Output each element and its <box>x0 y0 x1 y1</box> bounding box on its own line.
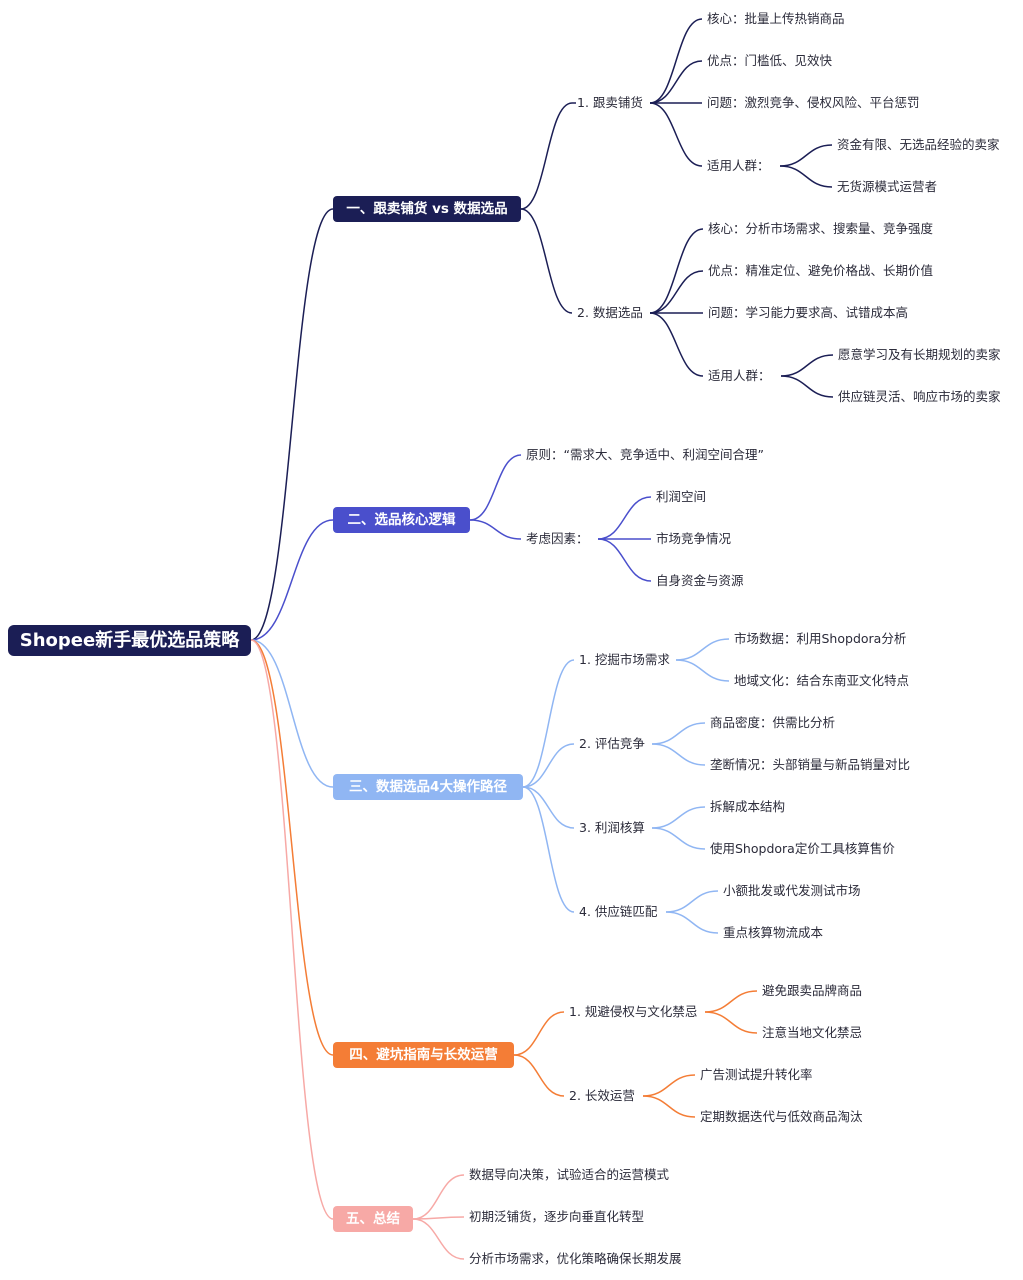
connector-line <box>513 1011 565 1056</box>
leaf-long-ads[interactable]: 广告测试提升转化率 <box>700 1067 813 1082</box>
leaf-summary-3[interactable]: 分析市场需求，优化策略确保长期发展 <box>469 1251 682 1266</box>
leaf-avoid-taboo[interactable]: 注意当地文化禁忌 <box>762 1025 863 1040</box>
connector-line <box>412 1174 465 1220</box>
node-long-term[interactable]: 2. 长效运营 <box>569 1088 635 1103</box>
leaf-demand-culture[interactable]: 地域文化：结合东南亚文化特点 <box>734 673 910 688</box>
connector-line <box>651 806 706 829</box>
root-connector <box>250 639 334 1220</box>
node-avoid-infringement[interactable]: 1. 规避侵权与文化禁忌 <box>569 1004 698 1019</box>
connector-line <box>675 638 730 661</box>
connector-line <box>522 743 575 788</box>
leaf-supply-logistics[interactable]: 重点核算物流成本 <box>723 925 824 940</box>
leaf-data-issues[interactable]: 问题：学习能力要求高、试错成本高 <box>708 305 909 320</box>
node-follow-audience[interactable]: 适用人群： <box>707 158 770 173</box>
connector-line <box>651 827 706 850</box>
connector-line <box>665 911 719 934</box>
leaf-avoid-brand[interactable]: 避免跟卖品牌商品 <box>762 983 863 998</box>
root-node[interactable]: Shopee新手最优选品策略 <box>8 625 251 656</box>
connector-line <box>642 1095 696 1118</box>
connector-line <box>597 538 652 582</box>
leaf-data-core[interactable]: 核心：分析市场需求、搜索量、竞争强度 <box>708 221 934 236</box>
connector-line <box>642 1074 696 1097</box>
leaf-follow-core[interactable]: 核心：批量上传热销商品 <box>707 11 845 26</box>
connector-line <box>469 519 522 540</box>
connector-line <box>513 1054 565 1097</box>
connector-line <box>469 454 522 521</box>
connector-line <box>649 60 703 104</box>
leaf-long-iterate[interactable]: 定期数据迭代与低效商品淘汰 <box>700 1109 863 1124</box>
node-follow-selling[interactable]: 1. 跟卖铺货 <box>577 95 643 110</box>
root-connector <box>250 639 334 788</box>
node-factors[interactable]: 考虑因素： <box>526 531 589 546</box>
node-data-audience[interactable]: 适用人群： <box>708 368 771 383</box>
leaf-factor-competition[interactable]: 市场竞争情况 <box>656 531 732 546</box>
leaf-competition-density[interactable]: 商品密度：供需比分析 <box>710 715 836 730</box>
node-supply[interactable]: 4. 供应链匹配 <box>579 904 658 919</box>
connector-line <box>704 990 758 1013</box>
leaf-supply-test[interactable]: 小额批发或代发测试市场 <box>723 883 861 898</box>
connector-line <box>780 375 834 398</box>
leaf-follow-pros[interactable]: 优点：门槛低、见效快 <box>707 53 833 68</box>
connector-line <box>649 228 704 314</box>
connector-line <box>651 743 706 766</box>
connector-line <box>649 312 704 377</box>
connector-line <box>520 208 573 314</box>
node-demand[interactable]: 1. 挖掘市场需求 <box>579 652 670 667</box>
leaf-summary-1[interactable]: 数据导向决策，试验适合的运营模式 <box>469 1167 670 1182</box>
leaf-data-audience-1[interactable]: 愿意学习及有长期规划的卖家 <box>838 347 1001 362</box>
leaf-profit-cost[interactable]: 拆解成本结构 <box>710 799 786 814</box>
leaf-follow-audience-2[interactable]: 无货源模式运营者 <box>837 179 938 194</box>
connector-line <box>704 1011 758 1034</box>
connector-line <box>520 102 573 210</box>
branch-summary[interactable]: 五、总结 <box>333 1206 413 1232</box>
connector-line <box>780 354 834 377</box>
connector-line <box>597 496 652 540</box>
connector-line <box>665 890 719 913</box>
connector-line <box>522 786 575 829</box>
connector-line <box>649 18 703 104</box>
leaf-follow-issues[interactable]: 问题：激烈竞争、侵权风险、平台惩罚 <box>707 95 920 110</box>
leaf-factor-resources[interactable]: 自身资金与资源 <box>656 573 744 588</box>
connector-line <box>779 144 833 167</box>
leaf-competition-monopoly[interactable]: 垄断情况：头部销量与新品销量对比 <box>710 757 911 772</box>
connector-line <box>675 659 730 682</box>
leaf-data-pros[interactable]: 优点：精准定位、避免价格战、长期价值 <box>708 263 934 278</box>
leaf-summary-2[interactable]: 初期泛铺货，逐步向垂直化转型 <box>469 1209 645 1224</box>
connector-line <box>779 165 833 188</box>
connector-line <box>412 1216 465 1220</box>
leaf-follow-audience-1[interactable]: 资金有限、无选品经验的卖家 <box>837 137 1000 152</box>
leaf-profit-pricing[interactable]: 使用Shopdora定价工具核算售价 <box>710 841 895 856</box>
leaf-principle[interactable]: 原则：“需求大、竞争适中、利润空间合理” <box>526 447 764 462</box>
connector-line <box>651 722 706 745</box>
node-profit[interactable]: 3. 利润核算 <box>579 820 645 835</box>
branch-pitfalls[interactable]: 四、避坑指南与长效运营 <box>333 1042 514 1068</box>
root-connector <box>250 639 334 1056</box>
connector-line <box>522 659 575 788</box>
leaf-data-audience-2[interactable]: 供应链灵活、响应市场的卖家 <box>838 389 1001 404</box>
branch-follow-vs-data[interactable]: 一、跟卖铺货 vs 数据选品 <box>333 196 521 222</box>
leaf-factor-profit[interactable]: 利润空间 <box>656 489 707 504</box>
connector-line <box>522 786 575 913</box>
connector-line <box>412 1218 465 1260</box>
node-data-selection[interactable]: 2. 数据选品 <box>577 305 643 320</box>
root-connector <box>250 208 334 641</box>
branch-core-logic[interactable]: 二、选品核心逻辑 <box>333 507 470 533</box>
connector-line <box>649 102 703 167</box>
connector-line <box>649 270 704 314</box>
node-competition[interactable]: 2. 评估竞争 <box>579 736 645 751</box>
root-connector <box>250 519 334 641</box>
leaf-demand-market-data[interactable]: 市场数据：利用Shopdora分析 <box>734 631 907 646</box>
branch-four-paths[interactable]: 三、数据选品4大操作路径 <box>333 774 523 800</box>
